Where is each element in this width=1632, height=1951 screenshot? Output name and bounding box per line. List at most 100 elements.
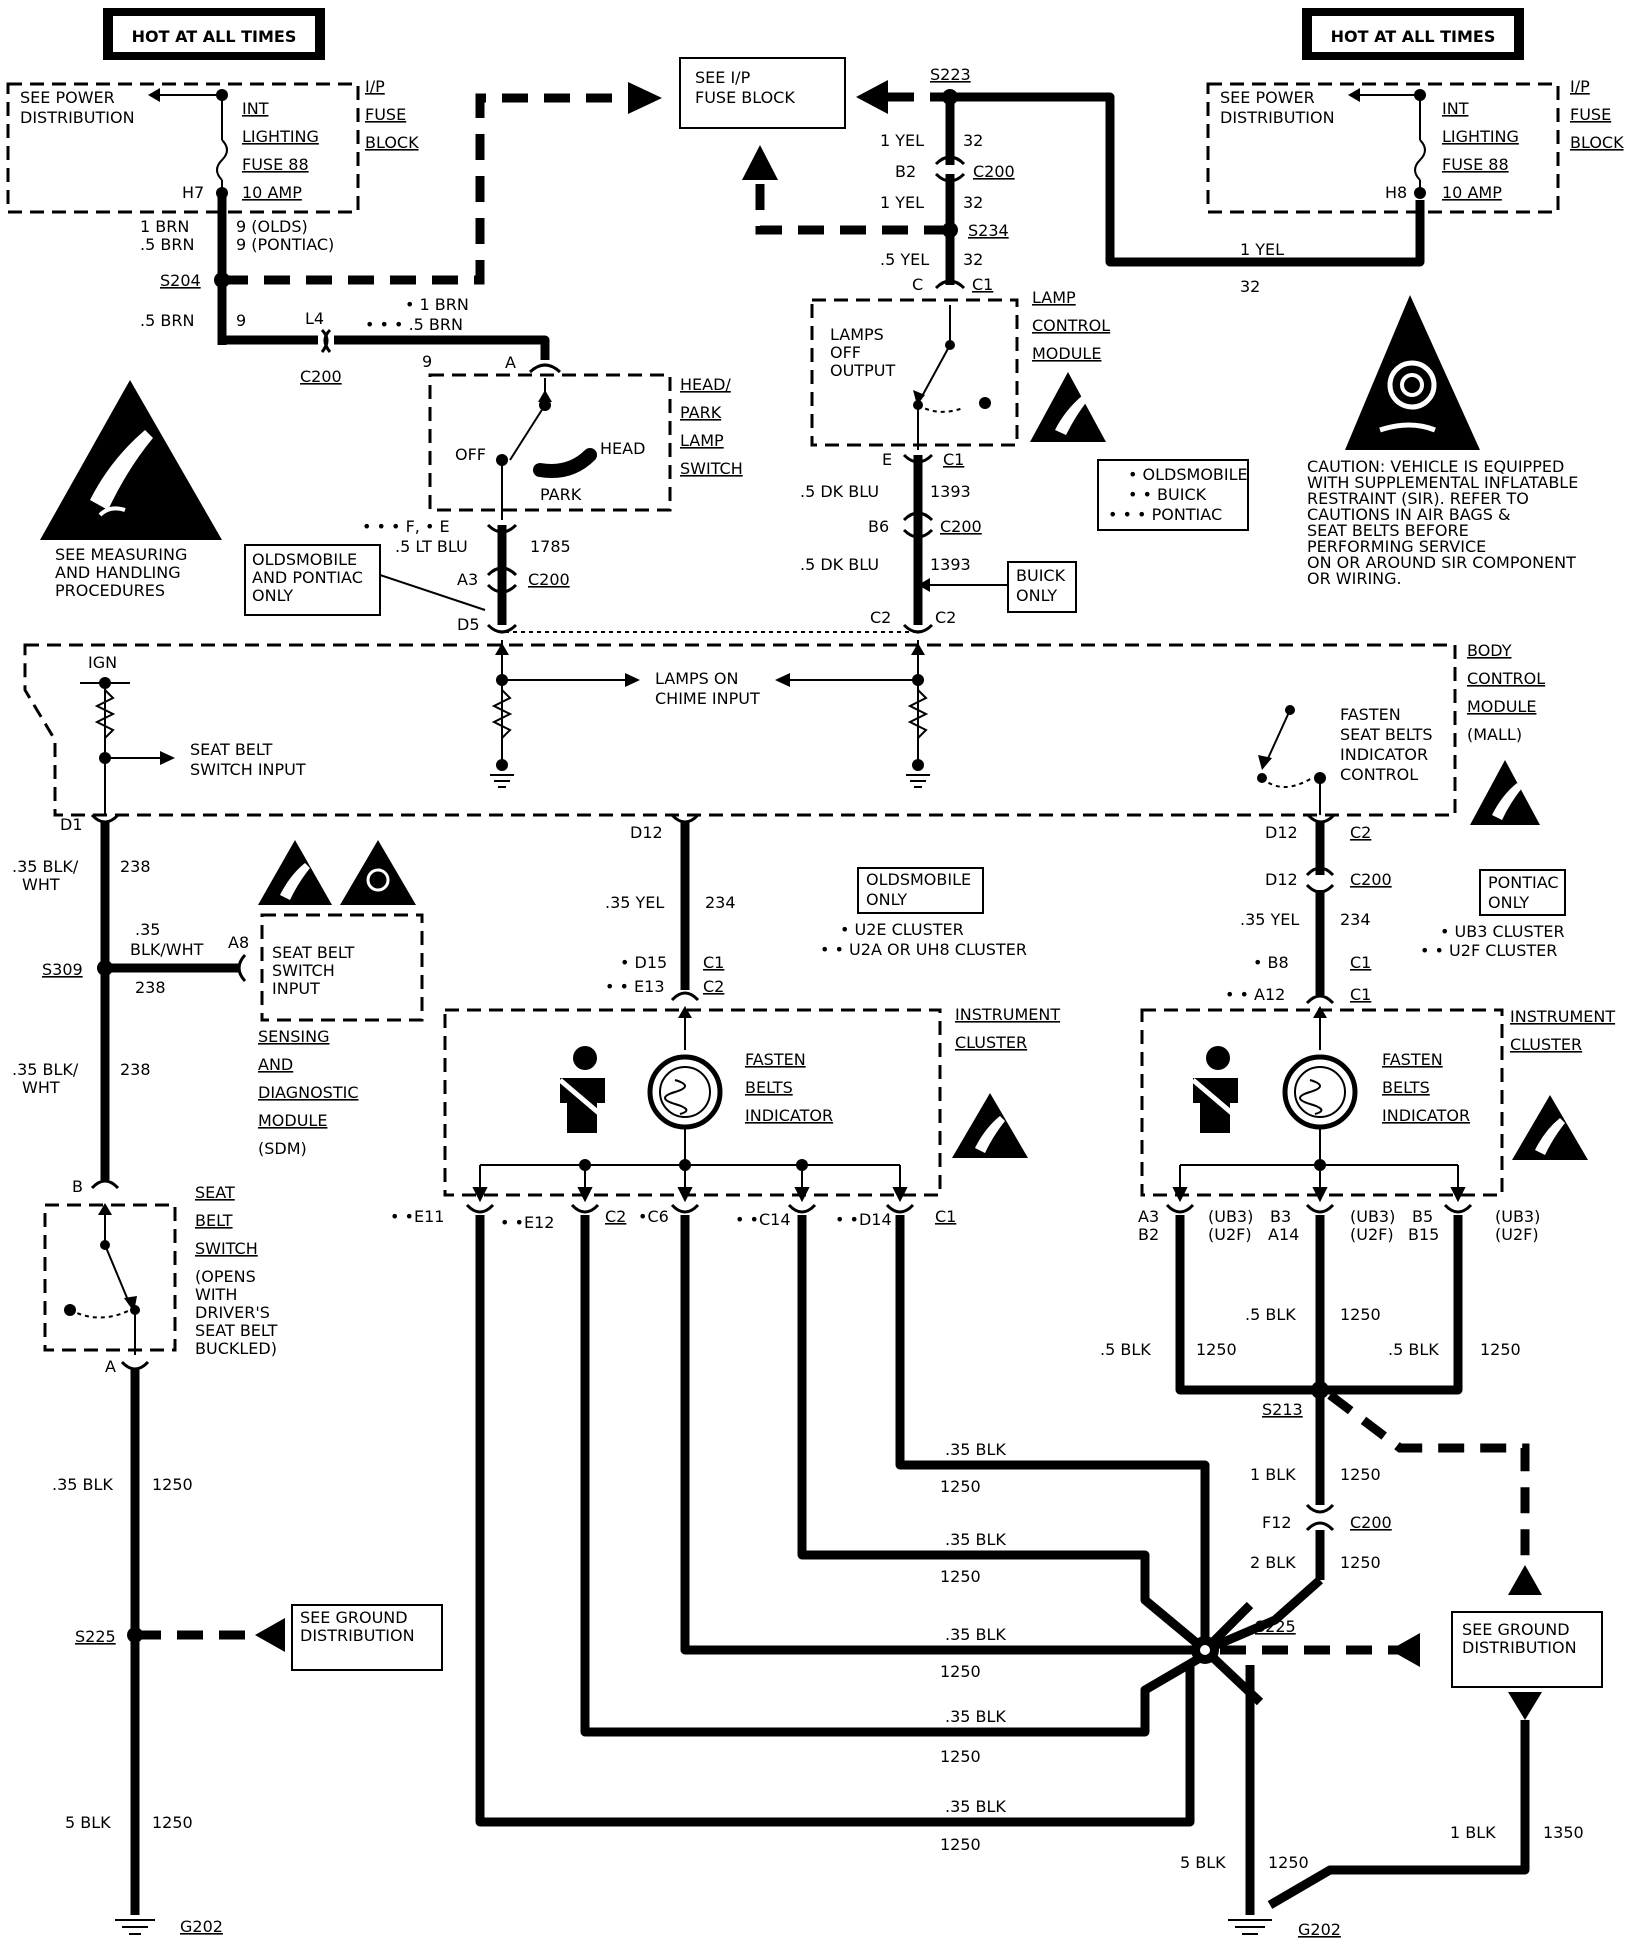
wire-brn-to-switch <box>334 335 550 360</box>
blk-wht-c-2: WHT <box>22 1078 60 1097</box>
hot-at-all-times-left-box: HOT AT ALL TIMES <box>103 8 325 60</box>
arrow-left-icon <box>148 88 160 102</box>
fuse-symbol-left <box>216 139 228 181</box>
pin-a: A <box>505 353 516 372</box>
n1393b: 1393 <box>930 555 971 574</box>
esd-caption-3: PROCEDURES <box>55 581 165 600</box>
sdm-5: (SDM) <box>258 1139 307 1158</box>
blk-wht-a-1: .35 BLK/ <box>12 857 79 876</box>
bcm-2: CONTROL <box>1467 669 1545 688</box>
see-power-right-2: DISTRIBUTION <box>1220 108 1335 127</box>
lcm-2: CONTROL <box>1032 316 1110 335</box>
fuse-left-4: 10 AMP <box>242 183 302 202</box>
see-ip-fuse-1: SEE I/P <box>695 68 751 87</box>
ground-icon <box>115 1919 155 1935</box>
s234-label: S234 <box>968 221 1009 240</box>
l4-connector <box>320 328 329 353</box>
e-pin: E <box>882 450 892 469</box>
n1250-s213: 1250 <box>1340 1465 1381 1484</box>
sdm-in-3: INPUT <box>272 979 320 998</box>
n32-right: 32 <box>1240 277 1260 296</box>
sdm-2: AND <box>258 1055 293 1074</box>
n1250-f12: 1250 <box>1340 1553 1381 1572</box>
arrow-left-icon <box>255 1618 285 1652</box>
ip-fuse-block-right-2: FUSE <box>1570 105 1611 124</box>
blk-wht-a-2: WHT <box>22 875 60 894</box>
sbs-8: BUCKLED) <box>195 1339 277 1358</box>
c200-e: C200 <box>1350 870 1392 889</box>
yel-right: 1 YEL <box>1240 240 1284 259</box>
pin-a-connector <box>528 363 562 374</box>
c1-a: C1 <box>972 275 993 294</box>
d5-label: D5 <box>457 615 480 634</box>
wire-c6-ground <box>680 1215 1205 1655</box>
s225-right: S225 <box>1255 1617 1296 1636</box>
pontiac-only-1: PONTIAC <box>1488 873 1559 892</box>
lcm-1: LAMP <box>1032 288 1076 307</box>
see-power-left-2: DISTRIBUTION <box>20 108 135 127</box>
c1-f: C1 <box>1350 985 1371 1004</box>
fb-b-3: INDICATOR <box>1382 1106 1470 1125</box>
blk-35-a: .35 BLK <box>52 1475 113 1494</box>
c2-d: C2 <box>703 977 724 996</box>
lamp-control-module-box <box>810 298 1019 447</box>
d12-a: D12 <box>630 823 663 842</box>
wire-e11-ground <box>475 1215 1195 1827</box>
blk-wht-b-1: .35 <box>135 920 160 939</box>
bcm-1: BODY <box>1467 641 1512 660</box>
olds-pontiac-2: AND PONTIAC <box>252 568 363 587</box>
olds-pontiac-3: ONLY <box>252 586 293 605</box>
seat-belt-icon <box>558 1046 609 1133</box>
fuse-left-2: LIGHTING <box>242 127 319 146</box>
pontiac-only-2: ONLY <box>1488 893 1529 912</box>
c2-a: C2 <box>870 608 891 627</box>
sdm-in-1: SEAT BELT <box>272 943 355 962</box>
blk5-bottom: 5 BLK <box>1180 1853 1226 1872</box>
ub3-c-1: (UB3) <box>1495 1207 1540 1226</box>
a3-label: A3 <box>457 570 478 589</box>
wire-e12-ground <box>580 1215 1208 1737</box>
c1-c: C1 <box>703 953 724 972</box>
fuse-symbol-right <box>1414 139 1426 181</box>
fb-a-2: BELTS <box>745 1078 793 1097</box>
brn-pontiac: .5 BRN <box>140 235 194 254</box>
lcm-3: MODULE <box>1032 344 1101 363</box>
see-ground-right-1: SEE GROUND <box>1462 1620 1570 1639</box>
blk-wht-b-2: BLK/WHT <box>130 940 204 959</box>
yel-1b: 1 YEL <box>880 193 924 212</box>
sir-airbag-warning-icon <box>340 840 416 905</box>
sbs-5: WITH <box>195 1285 237 1304</box>
caution-3: RESTRAINT (SIR). REFER TO <box>1307 489 1529 508</box>
caution-5: SEAT BELTS BEFORE <box>1307 521 1469 540</box>
dot3-brn: • • • .5 BRN <box>365 315 463 334</box>
blk35-w3: .35 BLK <box>945 1625 1006 1644</box>
sbsi-2: SWITCH INPUT <box>190 760 306 779</box>
c200-c: C200 <box>973 162 1015 181</box>
olds-only-1: OLDSMOBILE <box>866 870 971 889</box>
esd-warning-icon <box>258 840 332 905</box>
svg-text:HOT AT ALL TIMES: HOT AT ALL TIMES <box>132 27 297 46</box>
c200-b: C200 <box>528 570 570 589</box>
arrow-up-icon <box>1508 1565 1542 1595</box>
blk-wht-c-1: .35 BLK/ <box>12 1060 79 1079</box>
ic-b-2: CLUSTER <box>1510 1035 1582 1054</box>
dashed-s213-ground <box>1327 1391 1530 1570</box>
s213-label: S213 <box>1262 1400 1303 1419</box>
brn-s204: .5 BRN <box>140 311 194 330</box>
b6-label: B6 <box>868 517 889 536</box>
a-pin: A <box>105 1357 116 1376</box>
ub3-a-1: (UB3) <box>1208 1207 1253 1226</box>
n1250a: 1250 <box>152 1475 193 1494</box>
yel-1a: 1 YEL <box>880 131 924 150</box>
blk5-mid: .5 BLK <box>1245 1305 1296 1324</box>
fsb-4: CONTROL <box>1340 765 1418 784</box>
c-pin: C <box>912 275 923 294</box>
ip-fuse-block-left-1: I/P <box>365 77 385 96</box>
sdm-3: DIAGNOSTIC <box>258 1083 358 1102</box>
arrow-up-icon <box>742 145 778 180</box>
n1250-w1: 1250 <box>940 1477 981 1496</box>
b-pin: B <box>72 1177 83 1196</box>
buick-only-1: BUICK <box>1016 566 1066 585</box>
lamps-off-3: OUTPUT <box>830 361 895 380</box>
